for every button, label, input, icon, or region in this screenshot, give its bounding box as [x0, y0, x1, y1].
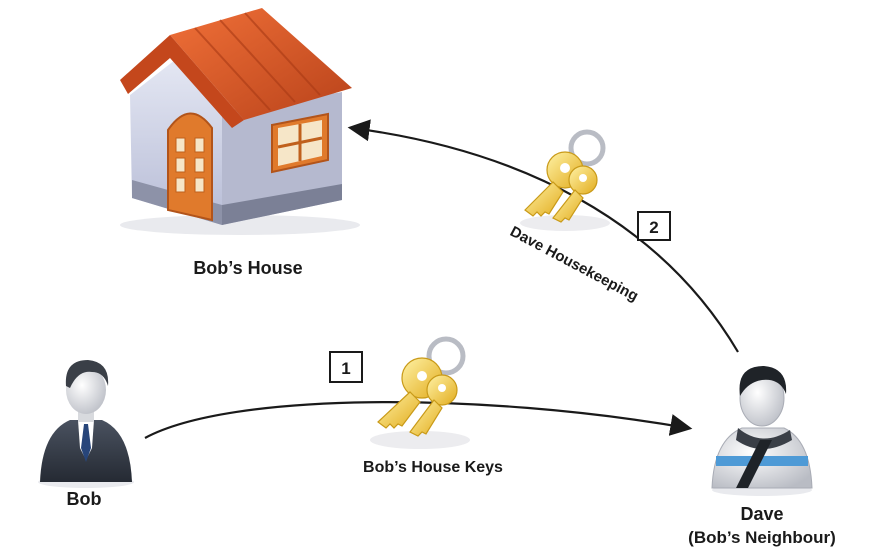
businessman-icon	[38, 360, 134, 488]
step-2-label: Dave Housekeeping	[507, 223, 641, 305]
user-icon	[711, 366, 813, 496]
arrow-house-keys	[144, 401, 693, 439]
step-1-box	[329, 351, 363, 383]
step-1-number: 1	[341, 359, 350, 378]
house-label: Bob’s House	[193, 258, 302, 278]
bob-label: Bob	[67, 489, 102, 509]
dave-sublabel: (Bob’s Neighbour)	[688, 528, 836, 547]
step-2-box	[637, 211, 671, 241]
key-icon	[520, 129, 610, 231]
step-2-number: 2	[649, 218, 658, 237]
key-icon	[370, 336, 470, 449]
step-1-label: Bob’s House Keys	[363, 459, 503, 476]
house-icon	[120, 8, 360, 235]
dave-label: Dave	[740, 504, 783, 524]
